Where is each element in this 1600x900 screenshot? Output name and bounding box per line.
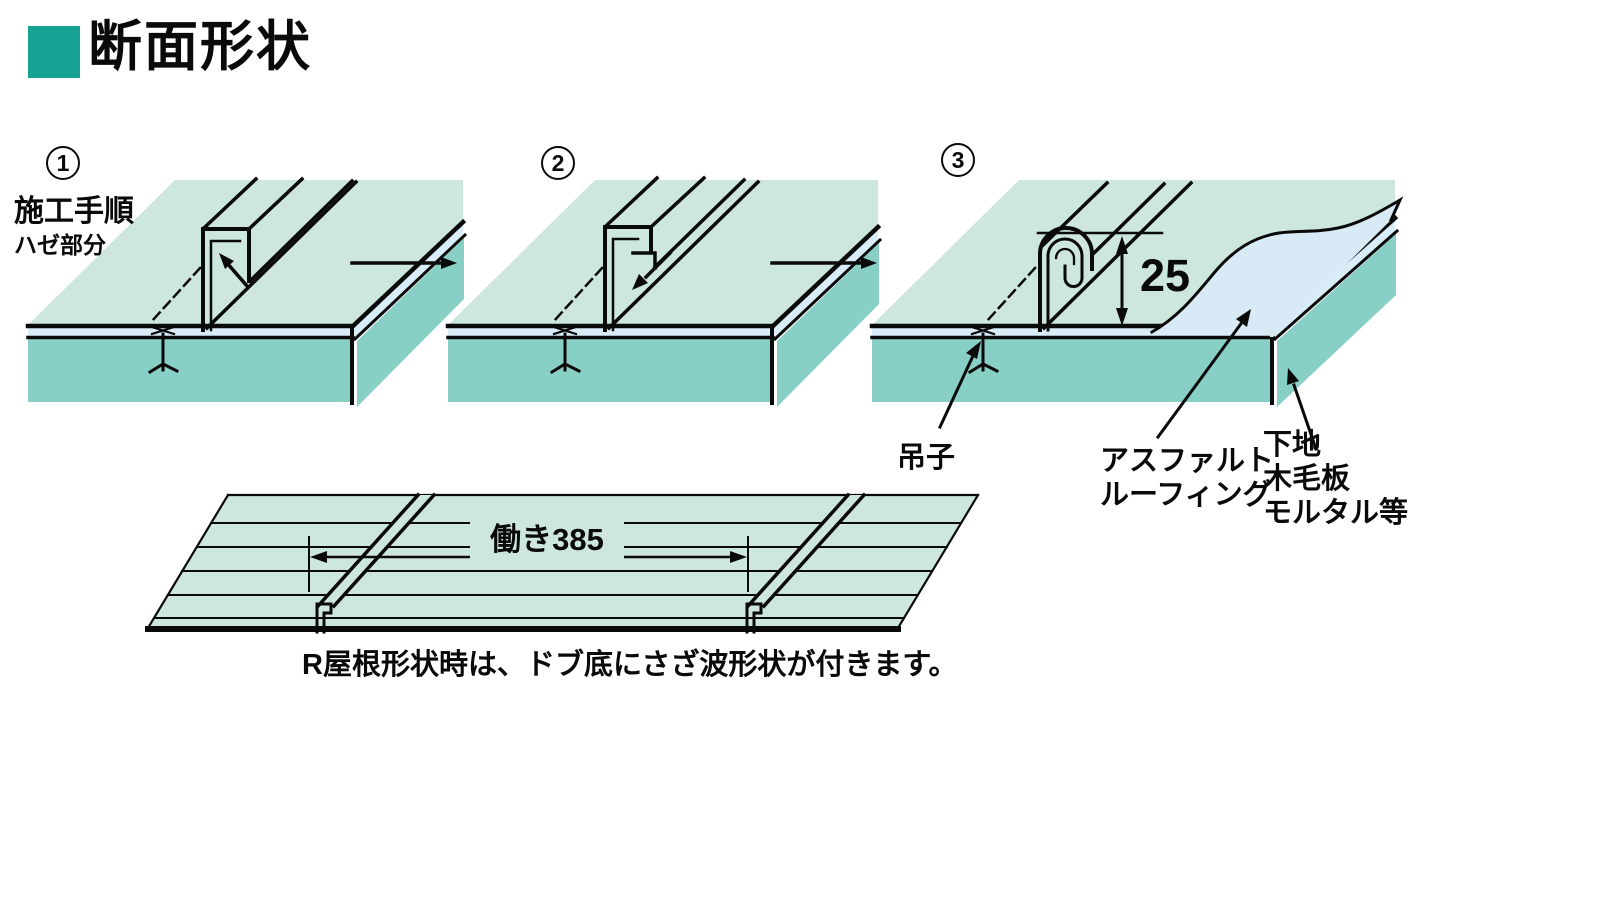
asphalt-callout-arrow: [1155, 309, 1251, 440]
hidden-edge-dashed: [552, 266, 604, 323]
asphalt-roofing-label-line1: アスファルト: [1100, 445, 1275, 477]
hidden-edge-dashed: [985, 266, 1037, 323]
underlayment-strip: [28, 327, 352, 337]
standing-seam-open: [150, 176, 359, 332]
roof-side-face: [357, 238, 464, 407]
seam-height-dimension: [1036, 231, 1164, 326]
substrate-label: 下地 木毛板 モルタル等: [1263, 428, 1408, 530]
slide-direction-arrow: [350, 257, 457, 269]
r-roof-note: R屋根形状時は、ドブ底にさざ波形状が付きます。: [302, 649, 958, 681]
section-header: 断面形状: [28, 17, 312, 78]
fold-direction-arrow: [632, 250, 673, 290]
hanger-clip-icon: [144, 324, 186, 375]
asphalt-roofing-sheet: [1149, 196, 1404, 337]
panel-seam-left: [315, 492, 437, 609]
heading-bullet-square: [28, 26, 80, 78]
seam-part-label: ハゼ部分: [14, 232, 106, 258]
asphalt-roofing-label-line2: ルーフィング: [1100, 479, 1272, 511]
roof-front-face: [28, 339, 353, 402]
substrate-label-line1: 下地: [1263, 429, 1322, 461]
standing-seam-rolled: [985, 180, 1194, 332]
hidden-edge-dashed: [150, 266, 202, 323]
step3-number-badge: 3: [941, 143, 975, 177]
asphalt-roofing-label: アスファルト ルーフィング: [1100, 444, 1274, 512]
hanger-callout-arrow: [938, 341, 981, 429]
underlayment-strip-side: [353, 225, 463, 339]
roof-top-surface: [448, 180, 878, 326]
hanger-label: 吊子: [897, 442, 956, 474]
substrate-label-line2: 木毛板: [1263, 463, 1351, 495]
substrate-label-line3: モルタル等: [1263, 497, 1409, 529]
procedure-label: 施工手順: [14, 195, 134, 228]
panel-plan-diagram: [145, 492, 980, 634]
slide-direction-arrow: [770, 257, 877, 269]
underlayment-strip: [448, 327, 772, 337]
seam-profile-left: [315, 602, 333, 634]
panel-seam-right: [745, 492, 867, 609]
working-width-label: 働き385: [470, 514, 624, 559]
fold-direction-arrow: [219, 253, 250, 289]
roof-front-face: [448, 339, 773, 402]
underlayment-strip-side: [1273, 221, 1395, 339]
step3-roof-block: [869, 180, 1404, 451]
hanger-clip-icon: [964, 324, 1006, 375]
step3-number: 3: [951, 146, 965, 173]
seam-profile-right: [745, 602, 763, 634]
hanger-clip-icon: [546, 324, 588, 375]
step2-number-badge: 2: [541, 146, 575, 180]
step1-number-badge: 1: [46, 146, 80, 180]
substrate-callout-arrow: [1287, 368, 1318, 451]
seam-height-dim-label: 25: [1140, 250, 1191, 301]
roof-top-surface: [28, 180, 463, 326]
step2-roof-block: [445, 175, 883, 407]
step1-number: 1: [56, 149, 70, 176]
roof-side-face: [1277, 234, 1396, 407]
step2-number: 2: [551, 149, 565, 176]
roof-side-face: [777, 243, 879, 407]
step1-roof-block: [25, 176, 468, 407]
underlayment-strip: [872, 327, 1271, 337]
page-title: 断面形状: [88, 17, 312, 77]
underlayment-strip-side: [773, 230, 878, 339]
roof-front-face: [872, 339, 1271, 402]
